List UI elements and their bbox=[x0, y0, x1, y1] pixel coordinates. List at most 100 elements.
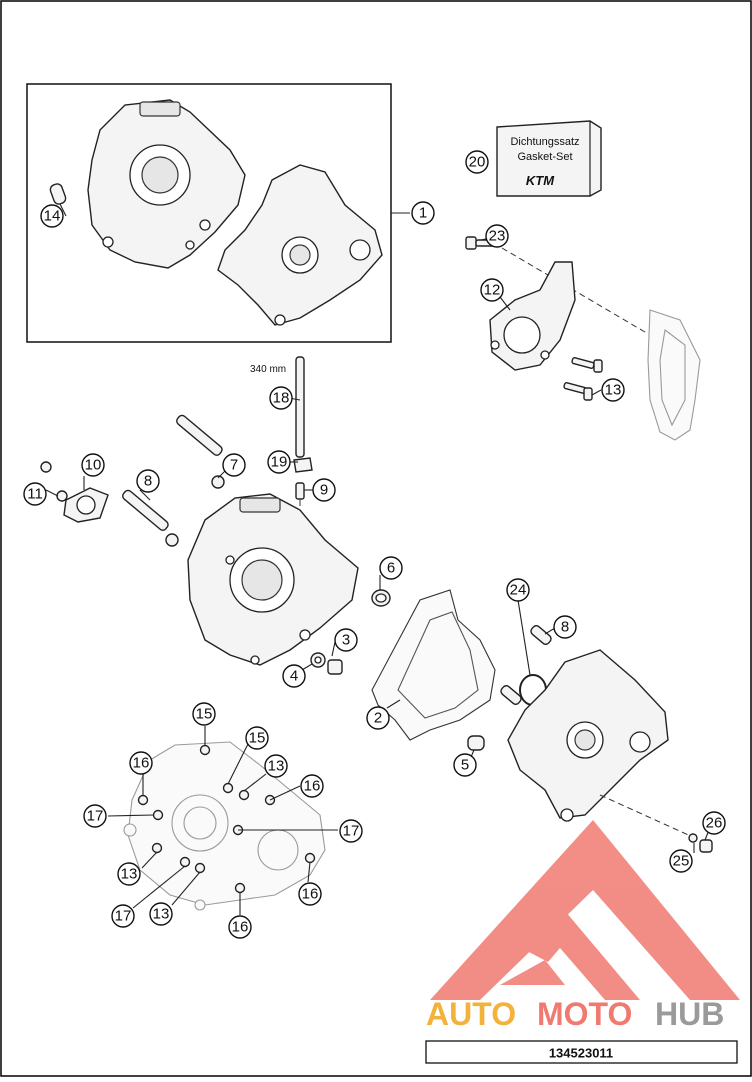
callout-6: 6 bbox=[379, 556, 403, 580]
svg-text:16: 16 bbox=[304, 778, 321, 795]
svg-text:16: 16 bbox=[232, 919, 249, 936]
svg-text:17: 17 bbox=[343, 823, 360, 840]
svg-text:26: 26 bbox=[706, 815, 723, 832]
cover-plate-10 bbox=[63, 487, 109, 523]
crankcase-lower-view bbox=[123, 741, 326, 911]
svg-text:20: 20 bbox=[469, 154, 486, 171]
svg-text:17: 17 bbox=[115, 908, 132, 925]
callout-11: 11 bbox=[23, 482, 47, 506]
screws-11 bbox=[40, 461, 68, 502]
crankcase-half-left-middle bbox=[187, 493, 359, 666]
watermark-logo bbox=[430, 820, 740, 1000]
callout-13-lower-c: 13 bbox=[149, 902, 173, 926]
callout-13-lower-a: 13 bbox=[264, 754, 288, 778]
svg-text:13: 13 bbox=[153, 906, 170, 923]
rod-18 bbox=[293, 356, 313, 473]
svg-text:19: 19 bbox=[271, 454, 288, 471]
gasket-2 bbox=[371, 589, 496, 741]
callout-15-a: 15 bbox=[192, 702, 216, 726]
cover-part-12 bbox=[489, 261, 576, 371]
leader-lines bbox=[45, 203, 710, 915]
callout-14: 14 bbox=[40, 204, 64, 228]
svg-text:10: 10 bbox=[85, 457, 102, 474]
callout-17-c: 17 bbox=[111, 904, 135, 928]
callout-17-a: 17 bbox=[83, 804, 107, 828]
svg-text:15: 15 bbox=[249, 730, 266, 747]
svg-text:6: 6 bbox=[387, 560, 395, 577]
svg-text:7: 7 bbox=[230, 457, 238, 474]
svg-text:25: 25 bbox=[673, 853, 690, 870]
dowel-pin-14 bbox=[49, 183, 67, 205]
callout-16-a: 16 bbox=[129, 751, 153, 775]
svg-text:13: 13 bbox=[268, 758, 285, 775]
svg-text:8: 8 bbox=[144, 473, 152, 490]
svg-text:18: 18 bbox=[273, 390, 290, 407]
callout-10: 10 bbox=[81, 453, 105, 477]
callout-9: 9 bbox=[312, 478, 336, 502]
svg-text:15: 15 bbox=[196, 706, 213, 723]
svg-text:13: 13 bbox=[121, 866, 138, 883]
callout-16-b: 16 bbox=[300, 774, 324, 798]
svg-text:14: 14 bbox=[44, 208, 61, 225]
svg-text:13: 13 bbox=[605, 382, 622, 399]
callout-19: 19 bbox=[267, 450, 291, 474]
callout-18: 18 bbox=[269, 386, 293, 410]
svg-text:23: 23 bbox=[489, 228, 506, 245]
callout-12: 12 bbox=[480, 278, 504, 302]
dowel-7 bbox=[176, 414, 225, 489]
frame-section bbox=[647, 309, 701, 441]
svg-text:9: 9 bbox=[320, 482, 328, 499]
callout-15-b: 15 bbox=[245, 726, 269, 750]
callout-23: 23 bbox=[485, 224, 509, 248]
gasket-box-line2: Gasket-Set bbox=[517, 151, 572, 163]
callout-20: 20 bbox=[465, 150, 489, 174]
nut-25-26 bbox=[688, 833, 713, 853]
svg-text:16: 16 bbox=[133, 755, 150, 772]
callout-13-upper: 13 bbox=[601, 378, 625, 402]
part-number-box bbox=[425, 1040, 738, 1064]
svg-text:17: 17 bbox=[87, 808, 104, 825]
svg-text:24: 24 bbox=[510, 582, 527, 599]
crankcase-half-right-top bbox=[217, 164, 383, 326]
gasket-box-line1: Dichtungssatz bbox=[510, 136, 579, 148]
callout-26: 26 bbox=[702, 811, 726, 835]
watermark-hub: HUB bbox=[655, 996, 724, 1032]
callout-24: 24 bbox=[506, 578, 530, 602]
svg-text:3: 3 bbox=[342, 632, 350, 649]
callout-13-lower-b: 13 bbox=[117, 862, 141, 886]
svg-text:5: 5 bbox=[461, 757, 469, 774]
dimension-label: 340 mm bbox=[250, 364, 286, 375]
svg-text:12: 12 bbox=[484, 282, 501, 299]
callout-3: 3 bbox=[334, 628, 358, 652]
watermark-moto: MOTO bbox=[537, 996, 632, 1032]
callout-4: 4 bbox=[282, 664, 306, 688]
dowel-8-right bbox=[500, 625, 552, 705]
part-number: 134523011 bbox=[549, 1046, 613, 1061]
svg-text:2: 2 bbox=[374, 710, 382, 727]
callout-16-c: 16 bbox=[298, 882, 322, 906]
bearing-6 bbox=[371, 589, 391, 607]
bolts-13-upper bbox=[563, 357, 603, 401]
svg-text:4: 4 bbox=[290, 668, 298, 685]
plug-3 bbox=[327, 659, 343, 675]
dowel-8-left bbox=[122, 489, 179, 547]
svg-text:11: 11 bbox=[27, 486, 43, 503]
seal-4 bbox=[310, 652, 326, 668]
callout-8-right: 8 bbox=[553, 615, 577, 639]
svg-text:1: 1 bbox=[419, 205, 427, 222]
svg-text:16: 16 bbox=[302, 886, 319, 903]
callout-7: 7 bbox=[222, 453, 246, 477]
crankcase-half-right-middle bbox=[507, 649, 669, 822]
callout-2: 2 bbox=[366, 706, 390, 730]
gasket-box-brand: KTM bbox=[526, 173, 555, 188]
callout-5: 5 bbox=[453, 753, 477, 777]
watermark-auto: AUTO bbox=[426, 996, 516, 1032]
callout-17-b: 17 bbox=[339, 819, 363, 843]
callout-8-left: 8 bbox=[136, 469, 160, 493]
svg-text:8: 8 bbox=[561, 619, 569, 636]
callout-16-d: 16 bbox=[228, 915, 252, 939]
bushing-5 bbox=[467, 735, 485, 751]
crankcase-half-left-top bbox=[87, 99, 246, 269]
gasket-set-box: Dichtungssatz Gasket-Set KTM bbox=[496, 120, 602, 197]
